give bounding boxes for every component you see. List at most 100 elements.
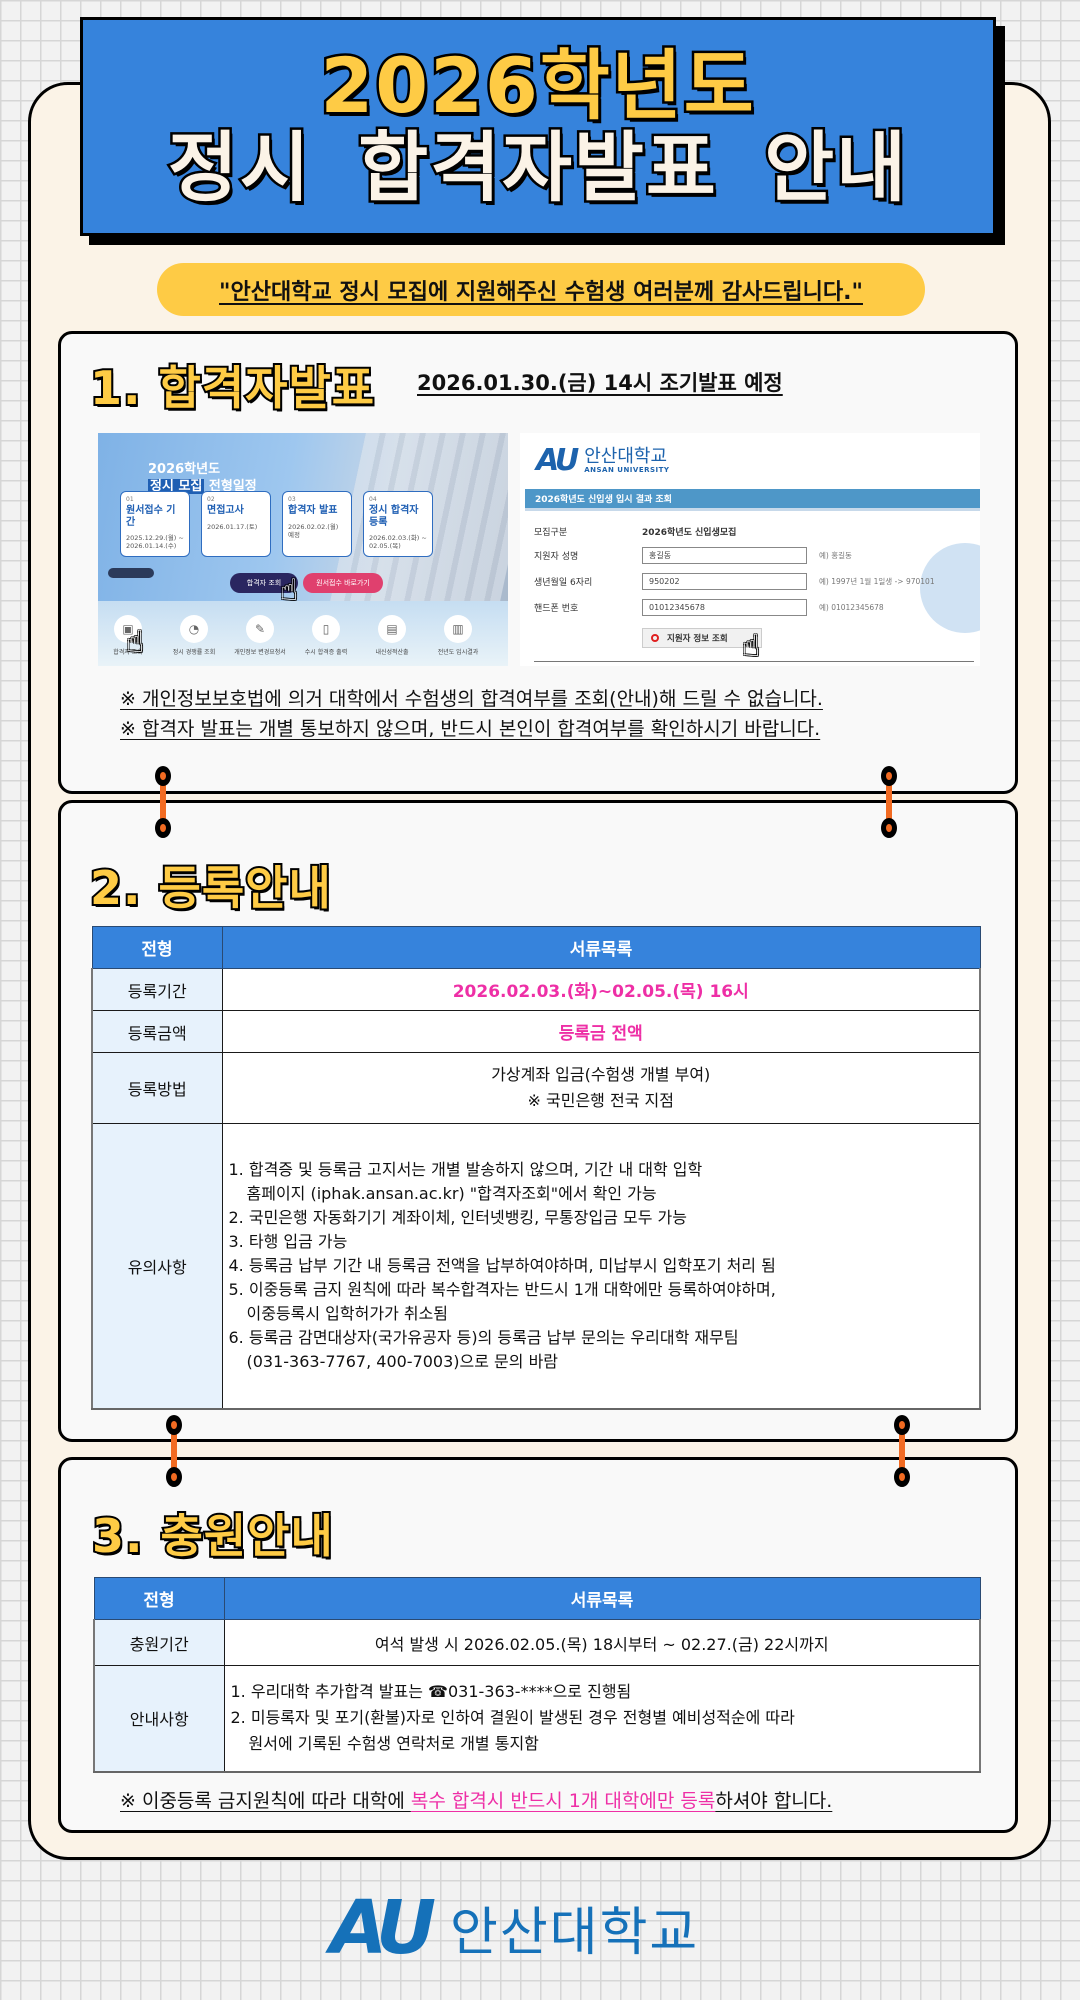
lookup-form-screenshot: AU 안산대학교 ANSAN UNIVERSITY 2026학년도 신입생 입시… (520, 433, 980, 666)
additional-notes: 1. 우리대학 추가합격 발표는 ☎031-363-****으로 진행됨 2. … (223, 1665, 981, 1773)
edit-icon: ✎ (246, 615, 274, 643)
quick-link-label: 내신성적산출 (375, 649, 409, 656)
applicant-search-button[interactable]: 지원자 정보 조회 (642, 628, 762, 648)
ring-hole-icon (166, 1415, 182, 1435)
thanks-text: "안산대학교 정시 모집에 지원해주신 수험생 여러분께 감사드립니다." (219, 279, 863, 305)
row-label: 유의사항 (91, 1123, 223, 1410)
registration-method: 가상계좌 입금(수험생 개별 부여) ※ 국민은행 전국 지점 (221, 1052, 981, 1124)
step-name: 정시 합격자 등록 (369, 505, 419, 528)
schedule-step-1: 01 원서접수 기간 2025.12.29.(월) ~ 2026.01.14.(… (120, 491, 190, 557)
quick-link-result[interactable]: ▣ 합격자 조회 (98, 615, 158, 656)
step-name: 면접고사 (207, 505, 244, 516)
note-item: 5. 이중등록 금지 원칙에 따라 복수합격자는 반드시 1개 대학에만 등록하… (228, 1279, 776, 1299)
step-name: 합격자 발표 (288, 505, 338, 516)
phone-input[interactable]: 01012345678 (642, 599, 807, 616)
hero-title-rest: 전형일정 (204, 479, 257, 494)
form-row-birth: 생년월일 6자리 950202 예) 1997년 1월 1일생 -> 97010… (534, 573, 935, 590)
search-button-label: 지원자 정보 조회 (667, 634, 728, 644)
note-item: 원서에 기록된 수험생 연락처로 개별 통지함 (248, 1734, 539, 1754)
method-line: ※ 국민은행 전국 지점 (527, 1091, 674, 1110)
note-item: 2. 국민은행 자동화기기 계좌이체, 인터넷뱅킹, 무통장입금 모두 가능 (228, 1207, 687, 1227)
ring-connector (160, 775, 166, 825)
privacy-notes: ※ 개인정보보호법에 의거 대학에서 수험생의 합격여부를 조회(안내)해 드릴… (120, 684, 920, 744)
pointer-hand-icon: ☝ (280, 573, 299, 608)
note-item: 이중등록시 입학허가가 취소됨 (246, 1303, 449, 1323)
birthdate-input[interactable]: 950202 (642, 573, 807, 590)
row-label: 등록금액 (91, 1010, 223, 1053)
chart-icon: ◔ (180, 615, 208, 643)
ring-connector (899, 1424, 905, 1474)
monitor-icon: ▣ (114, 615, 142, 643)
result-icon: ▥ (444, 615, 472, 643)
section2-title: 2. 등록안내 (88, 859, 333, 917)
note-prefix: ※ 이중등록 금지원칙에 따라 대학에 (120, 1790, 411, 1812)
field-label: 핸드폰 번호 (534, 604, 579, 614)
column-header-documents: 서류목록 (221, 926, 981, 969)
quick-link-label: 수시 합격증 출력 (304, 649, 348, 656)
pointer-hand-icon: ☝ (126, 625, 145, 660)
hero-title-highlight: 정시 모집 (148, 479, 205, 494)
registration-notes: 1. 합격증 및 등록금 고지서는 개별 발송하지 않으며, 기간 내 대학 입… (221, 1123, 981, 1410)
step-number: 04 (369, 496, 377, 503)
column-header-type: 전형 (91, 926, 223, 969)
university-name: 안산대학교 (450, 1903, 700, 1963)
logo-english: ANSAN UNIVERSITY (584, 465, 670, 474)
ring-hole-icon (881, 818, 897, 838)
schedule-step-2: 02 면접고사 2026.01.17.(토) (201, 491, 271, 557)
university-logo: AU 안산대학교 ANSAN UNIVERSITY (536, 443, 670, 478)
step-number: 02 (207, 496, 215, 503)
page-title-year: 2026학년도 (318, 40, 756, 130)
quick-link-label: 정시 경쟁률 조회 (172, 649, 216, 656)
table-row: 안내사항 1. 우리대학 추가합격 발표는 ☎031-363-****으로 진행… (93, 1665, 981, 1773)
quick-link-certificate[interactable]: ▯ 수시 합격증 출력 (296, 615, 356, 656)
table-row: 충원기간 여석 발생 시 2026.02.05.(목) 18시부터 ~ 02.2… (93, 1619, 981, 1666)
footer-logo: AU 안산대학교 (330, 1890, 699, 1965)
quick-link-label: 전년도 입시결과 (437, 649, 479, 656)
calculator-icon: ▤ (378, 615, 406, 643)
hero-year: 2026학년도 (148, 462, 221, 477)
form-row-phone: 핸드폰 번호 01012345678 예) 01012345678 (534, 599, 884, 616)
additional-admission-table: 전형 서류목록 충원기간 여석 발생 시 2026.02.05.(목) 18시부… (93, 1577, 981, 1773)
carousel-indicator[interactable] (108, 568, 154, 578)
quick-link-prev-results[interactable]: ▥ 전년도 입시결과 (428, 615, 488, 656)
step-number: 01 (126, 496, 134, 503)
column-header-type: 전형 (93, 1577, 225, 1620)
door-icon: ▯ (312, 615, 340, 643)
double-registration-note: ※ 이중등록 금지원칙에 따라 대학에 복수 합격시 반드시 1개 대학에만 등… (120, 1786, 960, 1813)
table-header-row: 전형 서류목록 (93, 1577, 981, 1620)
step-name: 원서접수 기간 (126, 505, 176, 528)
step-date: 2026.02.03.(화) ~ 02.05.(목) (369, 534, 427, 551)
quick-link-competition[interactable]: ◔ 정시 경쟁률 조회 (164, 615, 224, 656)
result-lookup-button[interactable]: 합격자 조회 (230, 573, 298, 593)
logo-name: 안산대학교 (584, 445, 668, 467)
section3-title: 3. 충원안내 (90, 1507, 335, 1565)
registration-table: 전형 서류목록 등록기간 2026.02.03.(화)~02.05.(목) 16… (91, 926, 981, 1410)
note-highlight: 복수 합격시 반드시 1개 대학에만 등록 (410, 1790, 716, 1812)
applicant-name-input[interactable]: 홍길동 (642, 547, 807, 564)
thanks-banner: "안산대학교 정시 모집에 지원해주신 수험생 여러분께 감사드립니다." (157, 263, 925, 316)
note-privacy: ※ 개인정보보호법에 의거 대학에서 수험생의 합격여부를 조회(안내)해 드릴… (120, 688, 823, 710)
column-header-documents: 서류목록 (223, 1577, 981, 1620)
logo-mark: AU (536, 443, 579, 478)
note-suffix: 하셔야 합니다. (715, 1790, 833, 1812)
ring-hole-icon (155, 766, 171, 786)
field-label: 모집구분 (534, 528, 568, 538)
row-label: 안내사항 (93, 1665, 225, 1773)
au-logo-mark: AU (330, 1884, 436, 1971)
field-label: 생년월일 6자리 (534, 578, 593, 588)
note-item: 3. 타행 입금 가능 (228, 1231, 348, 1251)
quick-link-label: 합격자 조회 (113, 649, 143, 656)
row-label: 등록기간 (91, 968, 223, 1011)
table-row: 등록방법 가상계좌 입금(수험생 개별 부여) ※ 국민은행 전국 지점 (91, 1052, 981, 1124)
quick-link-privacy[interactable]: ✎ 개인정보 변경요청서 (230, 615, 290, 656)
ring-hole-icon (155, 818, 171, 838)
quick-link-grade[interactable]: ▤ 내신성적산출 (362, 615, 422, 656)
quick-link-label: 개인정보 변경요청서 (234, 649, 286, 656)
registration-amount: 등록금 전액 (221, 1010, 981, 1053)
apply-shortcut-button[interactable]: 원서접수 바로가기 (303, 573, 383, 593)
form-row-name: 지원자 성명 홍길동 예) 홍길동 (534, 547, 852, 564)
row-label: 충원기간 (93, 1619, 225, 1666)
step-date: 2026.02.02.(월) 예정 (288, 522, 339, 539)
website-screenshot: 2026학년도 정시 모집 전형일정 01 원서접수 기간 2025.12.29… (98, 433, 508, 666)
ring-hole-icon (166, 1467, 182, 1487)
